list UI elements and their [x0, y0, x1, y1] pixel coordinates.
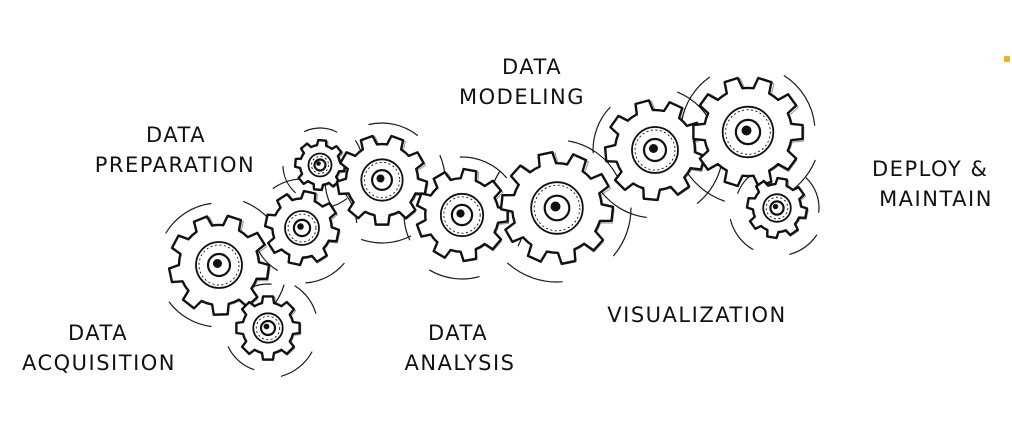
- label-line: DEPLOY &: [866, 154, 1006, 184]
- label-deploy-maintain: DEPLOY & MAINTAIN: [866, 154, 1006, 214]
- motion-swirl: [508, 263, 563, 282]
- motion-swirl: [369, 123, 417, 135]
- label-line: VISUALIZATION: [592, 300, 802, 330]
- gear-icon: [236, 296, 301, 360]
- motion-swirl: [430, 270, 479, 279]
- label-data-analysis: DATA ANALYSIS: [392, 318, 528, 378]
- label-data-preparation: DATA PREPARATION: [82, 120, 268, 180]
- motion-swirl: [295, 286, 316, 313]
- motion-swirl: [614, 208, 631, 256]
- label-data-modeling: DATA MODELING: [432, 52, 612, 112]
- label-line: MODELING: [432, 82, 612, 112]
- label-line: ANALYSIS: [392, 348, 528, 378]
- label-line: PREPARATION: [82, 150, 268, 180]
- gear-icon: [693, 78, 804, 187]
- motion-swirl: [362, 236, 411, 243]
- label-line: ACQUISITION: [6, 348, 192, 378]
- motion-swirl: [305, 128, 337, 132]
- motion-swirl: [306, 263, 344, 283]
- gear-icon: [265, 191, 340, 266]
- motion-swirl: [806, 178, 819, 212]
- label-data-acquisition: DATA ACQUISITION: [6, 318, 192, 378]
- gear-icon: [169, 216, 270, 316]
- label-line: DATA: [82, 120, 268, 150]
- label-line: DATA: [432, 52, 612, 82]
- gear-icon: [501, 152, 614, 265]
- label-visualization: VISUALIZATION: [592, 300, 802, 330]
- gear-icon: [337, 136, 428, 226]
- label-line: DATA: [6, 318, 192, 348]
- gear-icon: [605, 100, 706, 200]
- motion-swirl: [790, 235, 817, 254]
- gear-icon: [417, 169, 509, 262]
- motion-swirl: [281, 352, 312, 376]
- label-line: DATA: [392, 318, 528, 348]
- gear-icon: [747, 178, 808, 239]
- accent-mark: [1004, 56, 1010, 62]
- motion-swirl: [730, 220, 752, 250]
- label-line: MAINTAIN: [866, 184, 1006, 214]
